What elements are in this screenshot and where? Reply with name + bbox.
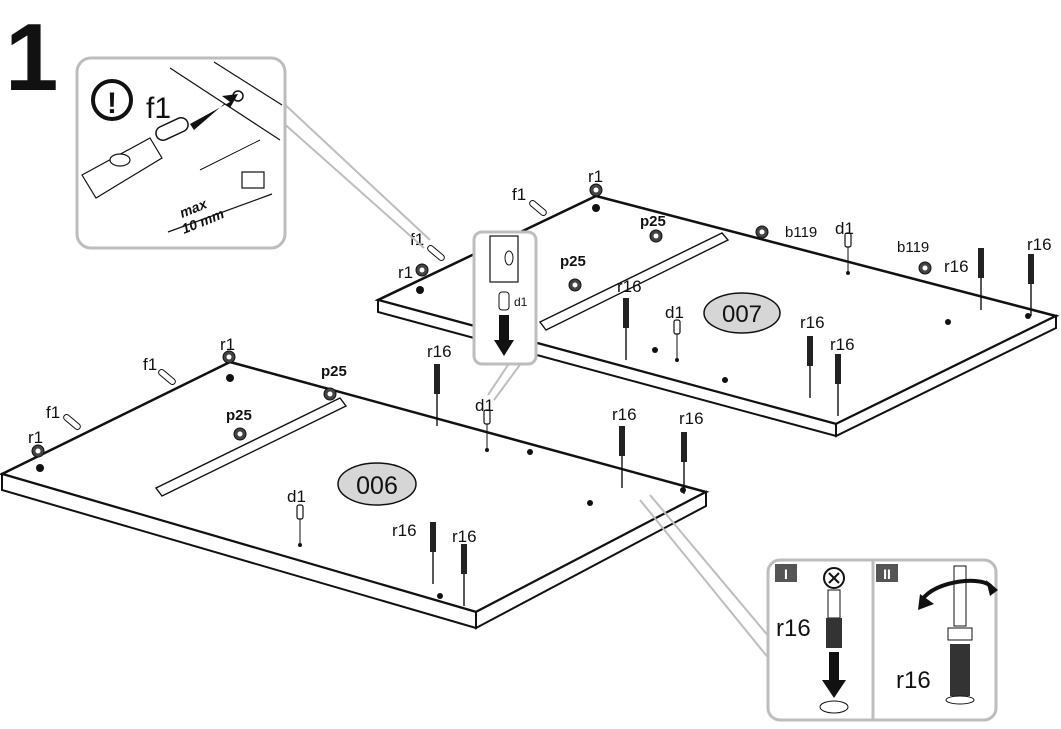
label-b119: b119 [785, 224, 817, 241]
label-r16: r16 [944, 257, 969, 276]
label-r16: r16 [800, 313, 825, 332]
label-p25: p25 [321, 363, 347, 380]
label-p25: p25 [640, 213, 666, 230]
labels-007: f1 f1 r1 r1 p25 p25 b119 b119 d1 d1 r16 … [398, 167, 1052, 354]
fittings-007 [415, 183, 1035, 417]
label-d1: d1 [475, 396, 494, 415]
label-p25: p25 [226, 407, 252, 424]
inset-f1-label: f1 [146, 92, 171, 125]
arrow-icon [190, 94, 238, 130]
label-r16: r16 [427, 342, 452, 361]
label-r16: r16 [679, 409, 704, 428]
svg-text:!: ! [107, 87, 117, 120]
step-I-label: I [784, 566, 788, 582]
inset-r16-label: r16 [896, 667, 931, 694]
label-f1: f1 [46, 403, 60, 422]
label-r16: r16 [617, 277, 642, 296]
label-b119: b119 [897, 239, 929, 256]
label-d1: d1 [287, 487, 306, 506]
label-f1: f1 [143, 355, 157, 374]
panel-006-label: 006 [356, 472, 398, 500]
label-d1: d1 [835, 219, 854, 238]
arrow-down-icon [822, 652, 846, 698]
warning-icon [91, 79, 133, 121]
labels-006: f1 f1 r1 r1 p25 p25 d1 d1 r16 r16 r16 r1… [28, 335, 704, 546]
label-d1: d1 [665, 303, 684, 322]
arrow-down-icon [494, 315, 514, 356]
drawer-runner-006 [154, 397, 348, 497]
panel-006-label-oval [337, 462, 417, 506]
label-r16: r16 [392, 521, 417, 540]
inset-f1-detail: ! f1 max 10 mm [75, 56, 431, 250]
label-r16: r16 [830, 335, 855, 354]
drawer-runner-007 [538, 232, 730, 331]
inset-d1-detail: d1 [472, 230, 538, 401]
label-r1: r1 [28, 428, 43, 447]
fittings-006 [31, 350, 688, 607]
label-r16: r16 [452, 527, 477, 546]
label-r1: r1 [588, 167, 603, 186]
panel-007-label-oval [703, 292, 781, 334]
label-r1: r1 [398, 263, 413, 282]
inset-r16-detail: I II r16 r16 [639, 494, 998, 722]
label-p25: p25 [560, 253, 586, 270]
label-r16: r16 [1027, 235, 1052, 254]
panel-006: 006 [0, 360, 710, 630]
inset-r16-label: r16 [776, 615, 811, 642]
dowel-f1-icon [155, 117, 189, 141]
inset-d1-label: d1 [514, 295, 528, 309]
label-r1: r1 [220, 335, 235, 354]
step-number: 1 [5, 4, 58, 111]
label-f1: f1 [512, 185, 526, 204]
step-II-label: II [883, 566, 891, 582]
label-r16: r16 [612, 405, 637, 424]
panel-007-label: 007 [722, 301, 762, 328]
